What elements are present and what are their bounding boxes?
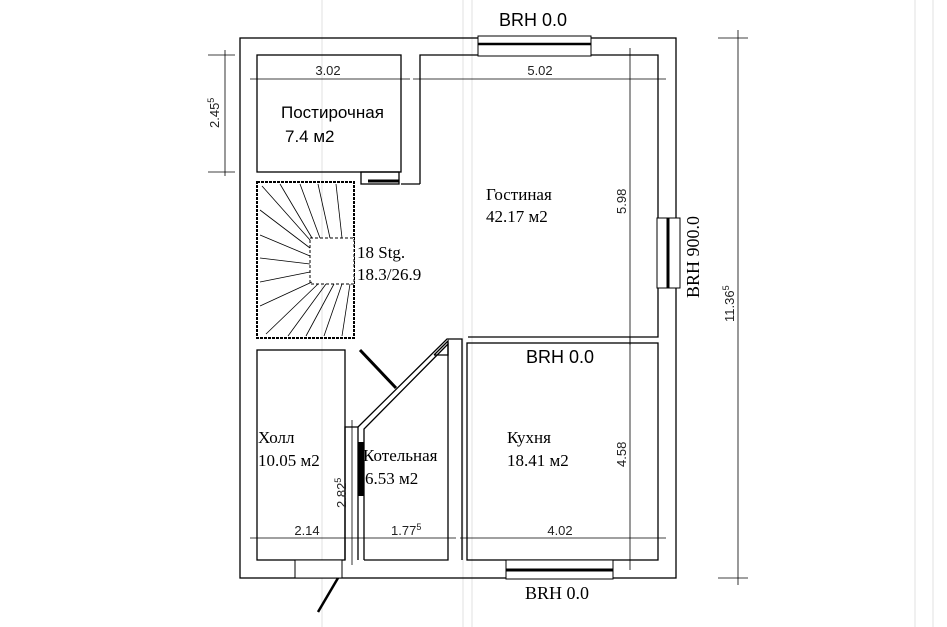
dim-laundry-height: 2.455 bbox=[206, 98, 222, 128]
right-window-label: BRH 900.0 bbox=[683, 216, 703, 298]
room-laundry-name: Постирочная bbox=[281, 103, 384, 122]
guide-lines bbox=[321, 0, 934, 627]
top-window-icon bbox=[477, 35, 592, 57]
room-living-name: Гостиная bbox=[486, 185, 552, 204]
room-laundry-area: 7.4 м2 bbox=[285, 127, 335, 146]
room-boiler-area: 6.53 м2 bbox=[365, 469, 418, 488]
room-boiler-name: Котельная bbox=[363, 446, 438, 465]
dim-living-height: 5.98 bbox=[614, 189, 629, 214]
top-window-label: BRH 0.0 bbox=[499, 10, 567, 30]
stair-ratio: 18.3/26.9 bbox=[357, 265, 421, 284]
dim-kitchen-width: 4.02 bbox=[547, 523, 572, 538]
doors bbox=[294, 348, 398, 613]
room-living-area: 42.17 м2 bbox=[486, 207, 548, 226]
room-kitchen-area: 18.41 м2 bbox=[507, 451, 569, 470]
kitchen-top-label: BRH 0.0 bbox=[526, 347, 594, 367]
bottom-window-label: BRH 0.0 bbox=[525, 583, 589, 603]
windows bbox=[477, 35, 681, 580]
dimension-lines bbox=[208, 30, 748, 585]
dim-hall-wall: 2.825 bbox=[333, 478, 349, 508]
entrance-door-icon bbox=[294, 559, 343, 579]
room-hall-name: Холл bbox=[258, 428, 295, 447]
boiler-door-icon bbox=[358, 442, 364, 496]
dim-laundry-width: 3.02 bbox=[315, 63, 340, 78]
dim-living-width: 5.02 bbox=[527, 63, 552, 78]
stair-door-icon bbox=[358, 348, 398, 390]
dim-boiler-width: 1.775 bbox=[391, 522, 421, 538]
room-kitchen-name: Кухня bbox=[507, 428, 551, 447]
stair-steps: 18 Stg. bbox=[357, 243, 405, 262]
dim-total-height: 11.365 bbox=[721, 285, 737, 322]
room-hall-area: 10.05 м2 bbox=[258, 451, 320, 470]
dim-kitchen-height: 4.58 bbox=[614, 442, 629, 467]
dim-hall-width: 2.14 bbox=[294, 523, 319, 538]
room-laundry-outline bbox=[256, 54, 402, 173]
stair bbox=[256, 181, 355, 339]
